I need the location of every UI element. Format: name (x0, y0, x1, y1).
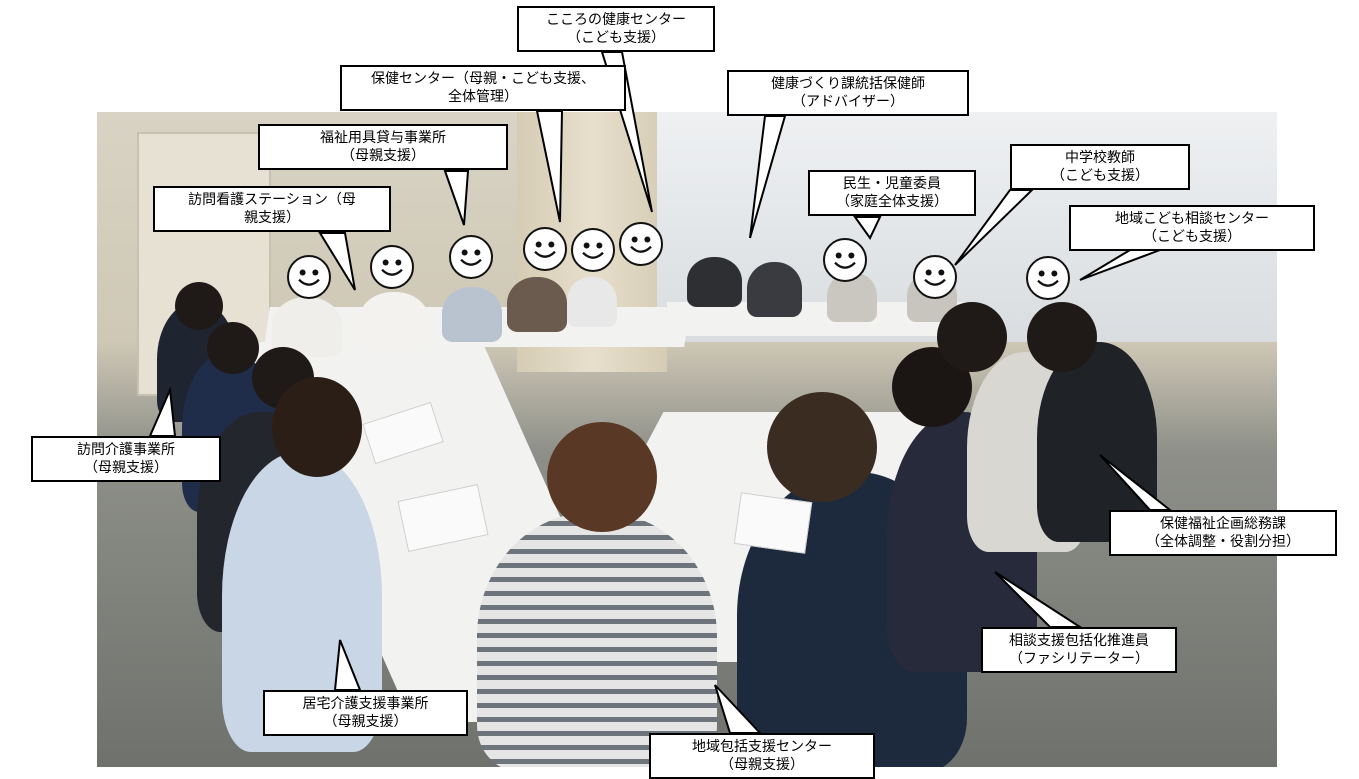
callout-line1: こころの健康センター (546, 12, 686, 28)
callout-line2: （母親支援） (341, 148, 425, 164)
person (442, 287, 502, 342)
person (687, 257, 742, 307)
callout-chiiki-houkatsu: 地域包括支援センター （母親支援） (649, 733, 875, 779)
callout-line1: 民生・児童委員 (843, 176, 941, 192)
smiley-face-icon (523, 227, 567, 271)
callout-line2: （母親支援） (323, 714, 408, 730)
callout-houmon-kango: 訪問看護ステーション（母 親支援） (153, 186, 391, 232)
callout-kokoro: こころの健康センター （こども支援） (517, 6, 715, 52)
callout-line2: 親支援） (244, 210, 300, 226)
callout-line1: 保健福祉企画総務課 (1160, 516, 1286, 532)
callout-kenkou-zukuri: 健康づくり課統括保健師 （アドバイザー） (727, 70, 969, 116)
callout-hoken-fukushi: 保健福祉企画総務課 （全体調整・役割分担） (1109, 510, 1337, 556)
callout-line1: 地域こども相談センター (1115, 211, 1269, 227)
callout-line2: （全体調整・役割分担） (1146, 534, 1300, 550)
callout-line2: （こども支援） (1143, 229, 1241, 245)
smiley-face-icon (287, 255, 331, 299)
callout-line1: 保健センター（母親・こども支援、 (371, 71, 595, 87)
person-head (272, 377, 362, 477)
person (359, 292, 429, 350)
callout-line1: 相談支援包括化推進員 (1009, 633, 1149, 649)
callout-line1: 訪問看護ステーション（母 (188, 192, 356, 208)
callout-minsei: 民生・児童委員 （家庭全体支援） (808, 170, 976, 216)
callout-line1: 居宅介護支援事業所 (302, 696, 429, 712)
callout-line2: （家庭全体支援） (836, 194, 948, 210)
callout-chugakkou: 中学校教師 （こども支援） (1010, 144, 1190, 190)
callout-line1: 地域包括支援センター (692, 739, 832, 755)
callout-hoken-center: 保健センター（母親・こども支援、 全体管理） (340, 65, 626, 111)
callout-fukushi-yougu: 福祉用具貸与事業所 （母親支援） (258, 124, 508, 170)
smiley-face-icon (370, 245, 414, 289)
callout-line1: 健康づくり課統括保健師 (771, 76, 925, 92)
callout-line2: （母親支援） (720, 757, 804, 773)
callout-line2: 全体管理） (448, 89, 518, 105)
callout-houmon-kaigo: 訪問介護事業所 （母親支援） (31, 436, 221, 482)
smiley-face-icon (1026, 256, 1070, 300)
smiley-face-icon (571, 228, 615, 272)
callout-line2: （母親支援） (84, 460, 168, 476)
person (507, 277, 567, 332)
paper (733, 492, 813, 554)
person-head (207, 322, 259, 374)
callout-line2: （こども支援） (1051, 168, 1149, 184)
person-head (767, 392, 877, 502)
callout-line2: （こども支援） (567, 30, 665, 46)
person-head (175, 282, 223, 330)
callout-line2: （アドバイザー） (792, 94, 904, 110)
callout-soudan-shien: 相談支援包括化推進員 （ファシリテーター） (981, 627, 1177, 673)
callout-line1: 訪問介護事業所 (77, 442, 175, 458)
smiley-face-icon (913, 255, 957, 299)
person-head (937, 302, 1007, 372)
callout-line1: 中学校教師 (1065, 150, 1135, 166)
smiley-face-icon (823, 238, 867, 282)
person (477, 512, 717, 767)
smiley-face-icon (619, 222, 663, 266)
person-head (1027, 302, 1097, 372)
callout-chiiki-kodomo: 地域こども相談センター （こども支援） (1069, 205, 1315, 251)
callout-line1: 福祉用具貸与事業所 (320, 130, 446, 146)
callout-line2: （ファシリテーター） (1009, 651, 1149, 667)
person-head (547, 422, 657, 532)
person (747, 262, 802, 317)
person (567, 277, 617, 327)
smiley-face-icon (449, 235, 493, 279)
callout-kyotaku-kaigo: 居宅介護支援事業所 （母親支援） (263, 690, 468, 736)
